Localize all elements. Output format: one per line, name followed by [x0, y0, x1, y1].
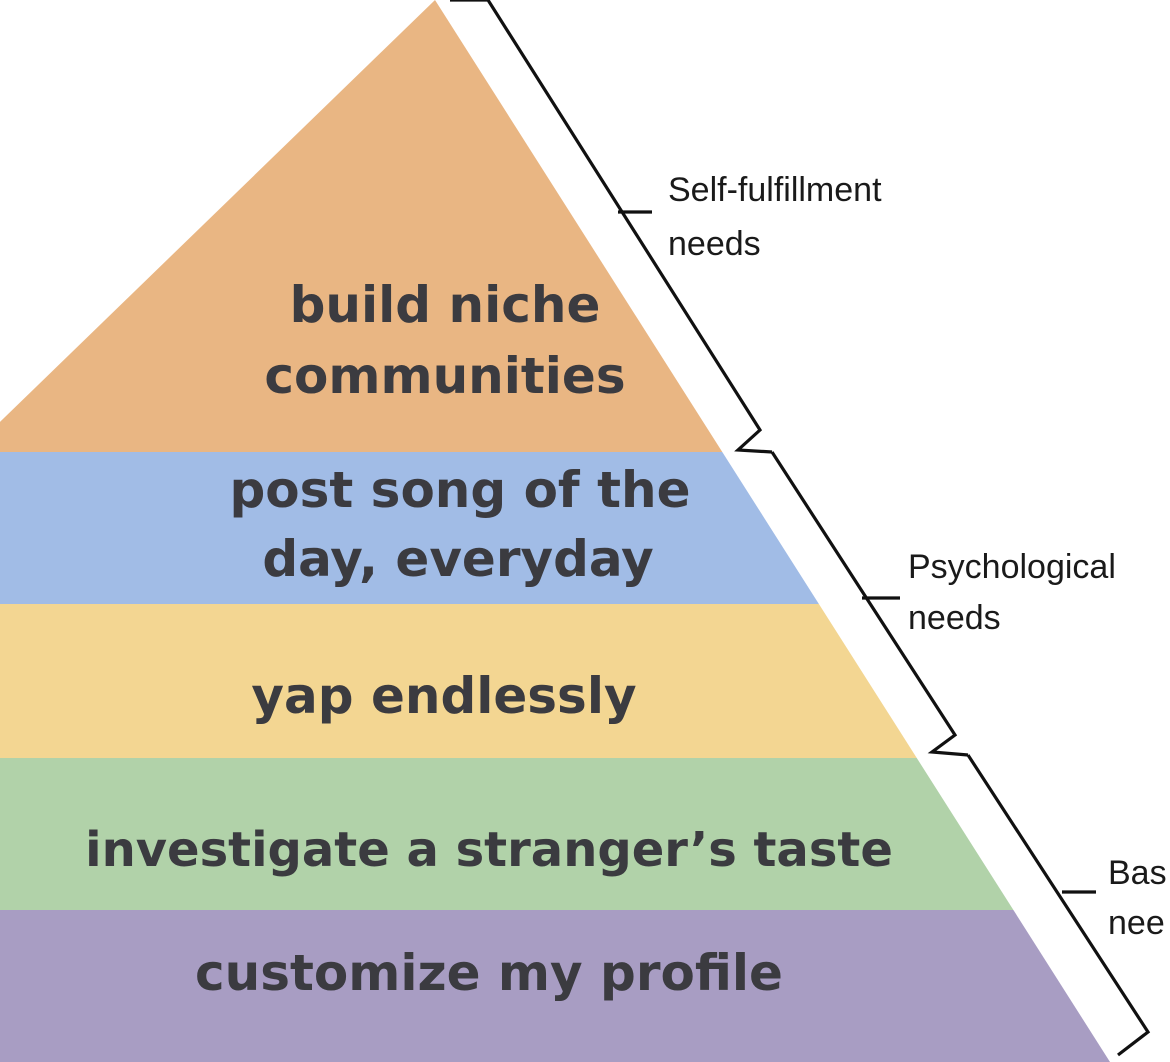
- bracket-label-self-fulfillment-line2: needs: [668, 225, 761, 263]
- bracket-label-basic-line1: Bas: [1108, 854, 1167, 892]
- tier-label-build-line2: communities: [264, 347, 625, 405]
- bracket-labels: Self-fulfillment needs Psychological nee…: [668, 171, 1167, 942]
- tier-label-build-line1: build niche: [290, 276, 601, 334]
- tier-label-customize: customize my profile: [195, 944, 783, 1002]
- tier-labels: build niche communities post song of the…: [85, 276, 893, 1002]
- bracket-label-self-fulfillment-line1: Self-fulfillment: [668, 171, 882, 209]
- bracket-label-psychological-line1: Psychological: [908, 548, 1116, 586]
- bracket-lines: [450, 0, 1151, 1057]
- bracket-label-psychological-line2: needs: [908, 599, 1001, 637]
- bracket-self-fulfillment: [450, 0, 773, 454]
- tier-label-post-line2: day, everyday: [262, 530, 653, 588]
- tier-label-yap: yap endlessly: [251, 667, 636, 725]
- bracket-label-basic-line2: nee: [1108, 904, 1165, 942]
- tier-customize-band: [0, 910, 1110, 1062]
- bracket-basic: [966, 754, 1151, 1057]
- tier-label-investigate: investigate a stranger’s taste: [85, 822, 893, 878]
- bracket-psychological: [770, 451, 969, 757]
- tier-label-post-line1: post song of the: [229, 461, 690, 519]
- tier-investigate-band: [0, 758, 1110, 910]
